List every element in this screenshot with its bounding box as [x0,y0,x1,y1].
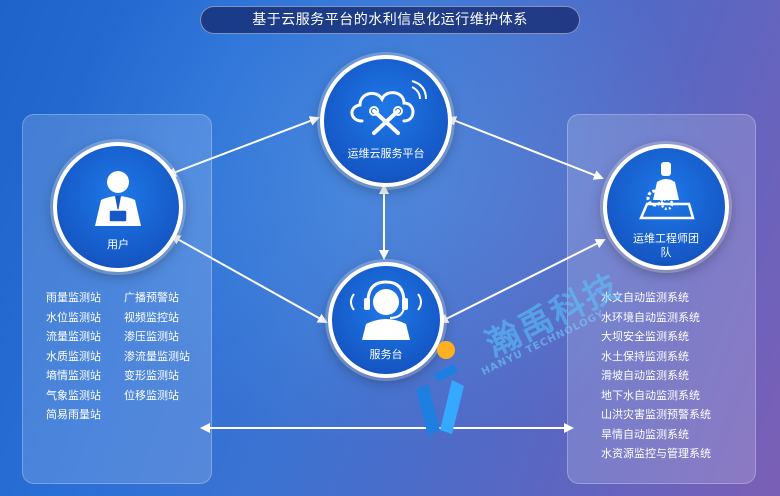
platform-label: 运维云服务平台 [347,147,425,160]
service-desk-node: 服务台 [328,262,444,378]
engineers-node: 运维工程师团队 [603,144,729,270]
list-item: 旱情自动监测系统 [601,427,689,441]
users-node: 用户 [53,142,183,272]
list-item: 视频监控站 [124,310,179,324]
list-item: 山洪灾害监测预警系统 [601,408,711,421]
cloud-tools-icon [350,80,427,135]
platform-node: 运维云服务平台 [320,55,452,187]
diagram-title: 基于云服务平台的水利信息化运行维护体系 [200,6,580,34]
list-item: 广播预警站 [124,291,179,304]
arrow-engineers-servicedesk [438,239,606,323]
service-desk-label: 服务台 [369,348,403,361]
list-item: 水文自动监测系统 [601,291,689,304]
hanyu-logo-icon [416,341,464,436]
arrow-platform-engineers [446,116,604,180]
stations-list-2: 广播预警站 视频监控站 渗压监测站 渗流量监测站 变形监测站 位移监测站 [124,288,190,405]
list-item: 水环境自动监测系统 [601,310,700,324]
list-item: 流量监测站 [46,330,101,343]
users-label: 用户 [107,238,129,251]
stations-list-1: 雨量监测站 水位监测站 流量监测站 水质监测站 墒情监测站 气象监测站 简易雨量… [46,288,101,425]
list-item: 滑坡自动监测系统 [601,369,689,382]
systems-list: 水文自动监测系统 水环境自动监测系统 大坝安全监测系统 水土保持监测系统 滑坡自… [601,288,711,464]
engineer-icon [639,162,695,220]
list-item: 水位监测站 [46,310,101,324]
list-item: 渗压监测站 [124,330,179,343]
list-item: 渗流量监测站 [124,349,190,363]
list-item: 水资源监控与管理系统 [601,447,711,460]
list-item: 地下水自动监测系统 [601,388,700,402]
list-item: 大坝安全监测系统 [601,330,689,343]
headset-icon [350,280,422,340]
list-item: 雨量监测站 [46,291,101,304]
list-item: 气象监测站 [46,388,101,402]
arrow-users-platform [166,116,320,177]
list-item: 变形监测站 [124,369,179,382]
list-item: 位移监测站 [124,388,179,402]
list-item: 水质监测站 [46,349,101,363]
user-icon [95,171,141,226]
engineers-label: 运维工程师团队 [633,232,699,259]
list-item: 墒情监测站 [46,369,101,382]
list-item: 简易雨量站 [46,408,101,421]
arrow-users-servicedesk [170,235,328,323]
list-item: 水土保持监测系统 [601,349,689,363]
